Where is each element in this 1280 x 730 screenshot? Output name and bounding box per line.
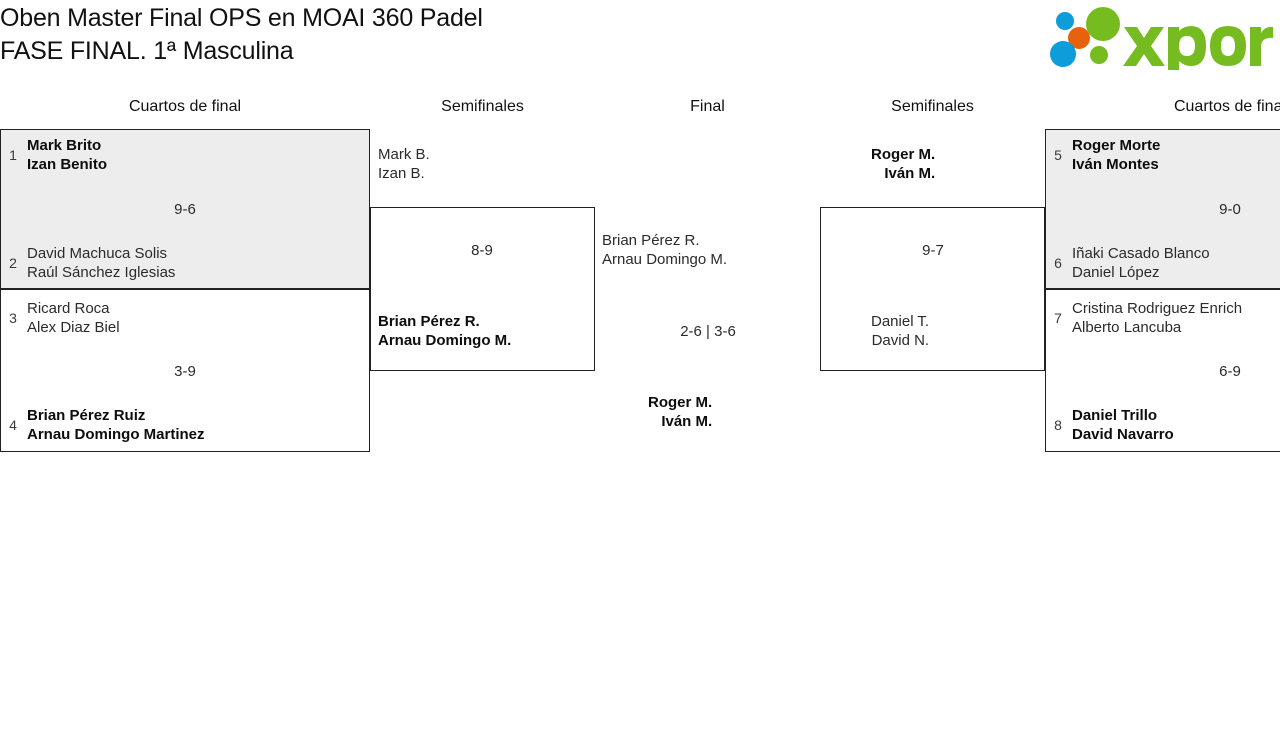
player-name: Iñaki Casado Blanco (1072, 245, 1210, 262)
player-name: Arnau Domingo M. (602, 251, 728, 268)
page-title-line-1: Oben Master Final OPS en MOAI 360 Padel (0, 4, 483, 32)
seed-number: 4 (9, 417, 17, 433)
player-name: Arnau Domingo M. (378, 332, 512, 349)
team-names: Cristina Rodriguez Enrich Alberto Lancub… (1072, 299, 1242, 337)
seed-number: 5 (1054, 147, 1062, 163)
player-name: Brian Pérez R. (378, 313, 480, 330)
match-score-quarterfinal-1: 9-6 (174, 201, 196, 218)
team-entry-semifinal-right-bottom[interactable]: Daniel T. David N. (871, 312, 1038, 350)
column-header-quarterfinals-right: Cuartos de final (1173, 98, 1280, 115)
seed-number: 1 (9, 147, 17, 163)
team-entry-final-bottom[interactable]: Roger M. Iván M. (648, 393, 815, 431)
player-name: Brian Pérez R. (602, 232, 700, 249)
seed-number: 8 (1054, 417, 1062, 433)
team-names: Roger M. Iván M. (648, 393, 712, 431)
player-name: Alex Diaz Biel (27, 319, 120, 336)
team-entry-semifinal-right-top[interactable]: Roger M. Iván M. (871, 145, 1038, 183)
player-name: Ricard Roca (27, 300, 110, 317)
player-name: Brian Pérez Ruiz (27, 407, 146, 424)
seed-number: 6 (1054, 255, 1062, 271)
player-name: Roger M. (871, 146, 936, 163)
match-box-quarterfinal-3[interactable] (1045, 129, 1280, 289)
team-names: Brian Pérez R. Arnau Domingo M. (378, 312, 511, 350)
team-entry-seed-4[interactable]: 4 Brian Pérez Ruiz Arnau Domingo Martine… (8, 406, 205, 444)
player-name: Arnau Domingo Martinez (27, 426, 205, 443)
team-entry-seed-5[interactable]: 5 Roger Morte Iván Montes (1053, 136, 1160, 174)
match-box-semifinal-left[interactable] (370, 207, 595, 371)
team-names: Mark Brito Izan Benito (27, 136, 107, 174)
player-name: Mark B. (378, 146, 430, 163)
match-score-semifinal-left: 8-9 (471, 242, 493, 259)
column-header-semifinals-left: Semifinales (441, 98, 524, 115)
player-name: Iván M. (884, 165, 936, 182)
team-entry-semifinal-left-top[interactable]: Mark B. Izan B. (378, 145, 430, 183)
team-names: Brian Pérez R. Arnau Domingo M. (602, 231, 727, 269)
team-entry-seed-3[interactable]: 3 Ricard Roca Alex Diaz Biel (8, 299, 120, 337)
team-entry-seed-1[interactable]: 1 Mark Brito Izan Benito (8, 136, 107, 174)
match-score-quarterfinal-3: 9-0 (1219, 201, 1241, 218)
team-entry-seed-8[interactable]: 8 Daniel Trillo David Navarro (1053, 406, 1174, 444)
team-entry-seed-6[interactable]: 6 Iñaki Casado Blanco Daniel López (1053, 244, 1210, 282)
seed-number: 2 (9, 255, 17, 271)
xporty-logo-icon (1050, 7, 1273, 70)
player-name: Cristina Rodriguez Enrich (1072, 300, 1243, 317)
match-score-final: 2-6 | 3-6 (680, 323, 736, 340)
column-header-semifinals-right: Semifinales (891, 98, 974, 115)
page-title-line-2: FASE FINAL. 1ª Masculina (0, 37, 294, 65)
xporty-logo[interactable] (1046, 4, 1280, 70)
seed-number: 7 (1054, 310, 1062, 326)
team-names: Ricard Roca Alex Diaz Biel (27, 299, 120, 337)
page-title: Oben Master Final OPS en MOAI 360 Padel … (0, 2, 760, 68)
player-name: Izan B. (378, 165, 425, 182)
team-names: Mark B. Izan B. (378, 145, 430, 183)
team-names: David Machuca Solis Raúl Sánchez Iglesia… (27, 244, 175, 282)
seed-number: 3 (9, 310, 17, 326)
team-entry-seed-7[interactable]: 7 Cristina Rodriguez Enrich Alberto Lanc… (1053, 299, 1242, 337)
team-names: Roger Morte Iván Montes (1072, 136, 1160, 174)
team-names: Daniel T. David N. (871, 312, 929, 350)
match-score-quarterfinal-4: 6-9 (1219, 363, 1241, 380)
player-name: Roger Morte (1072, 137, 1161, 154)
player-name: Daniel López (1072, 264, 1160, 281)
player-name: Iván M. (661, 413, 713, 430)
player-name: David Navarro (1072, 426, 1174, 443)
player-name: David Machuca Solis (27, 245, 168, 262)
team-entry-final-top[interactable]: Brian Pérez R. Arnau Domingo M. (602, 231, 727, 269)
player-name: Roger M. (648, 394, 713, 411)
match-box-quarterfinal-2[interactable] (0, 289, 370, 452)
team-names: Roger M. Iván M. (871, 145, 935, 183)
player-name: Iván Montes (1072, 156, 1159, 173)
team-names: Daniel Trillo David Navarro (1072, 406, 1174, 444)
match-box-quarterfinal-4[interactable] (1045, 289, 1280, 452)
player-name: Daniel Trillo (1072, 407, 1158, 424)
team-entry-seed-2[interactable]: 2 David Machuca Solis Raúl Sánchez Igles… (8, 244, 175, 282)
match-score-quarterfinal-2: 3-9 (174, 363, 196, 380)
player-name: Daniel T. (871, 313, 930, 330)
player-name: Alberto Lancuba (1072, 319, 1182, 336)
column-header-final: Final (690, 98, 725, 115)
match-box-quarterfinal-1[interactable] (0, 129, 370, 289)
match-box-semifinal-right[interactable] (820, 207, 1045, 371)
player-name: Mark Brito (27, 137, 102, 154)
team-entry-semifinal-left-bottom[interactable]: Brian Pérez R. Arnau Domingo M. (378, 312, 511, 350)
column-header-quarterfinals-left: Cuartos de final (128, 98, 242, 115)
player-name: Izan Benito (27, 156, 108, 173)
team-names: Iñaki Casado Blanco Daniel López (1072, 244, 1210, 282)
team-names: Brian Pérez Ruiz Arnau Domingo Martinez (27, 406, 205, 444)
match-score-semifinal-right: 9-7 (922, 242, 944, 259)
player-name: Raúl Sánchez Iglesias (27, 264, 176, 281)
player-name: David N. (871, 332, 930, 349)
